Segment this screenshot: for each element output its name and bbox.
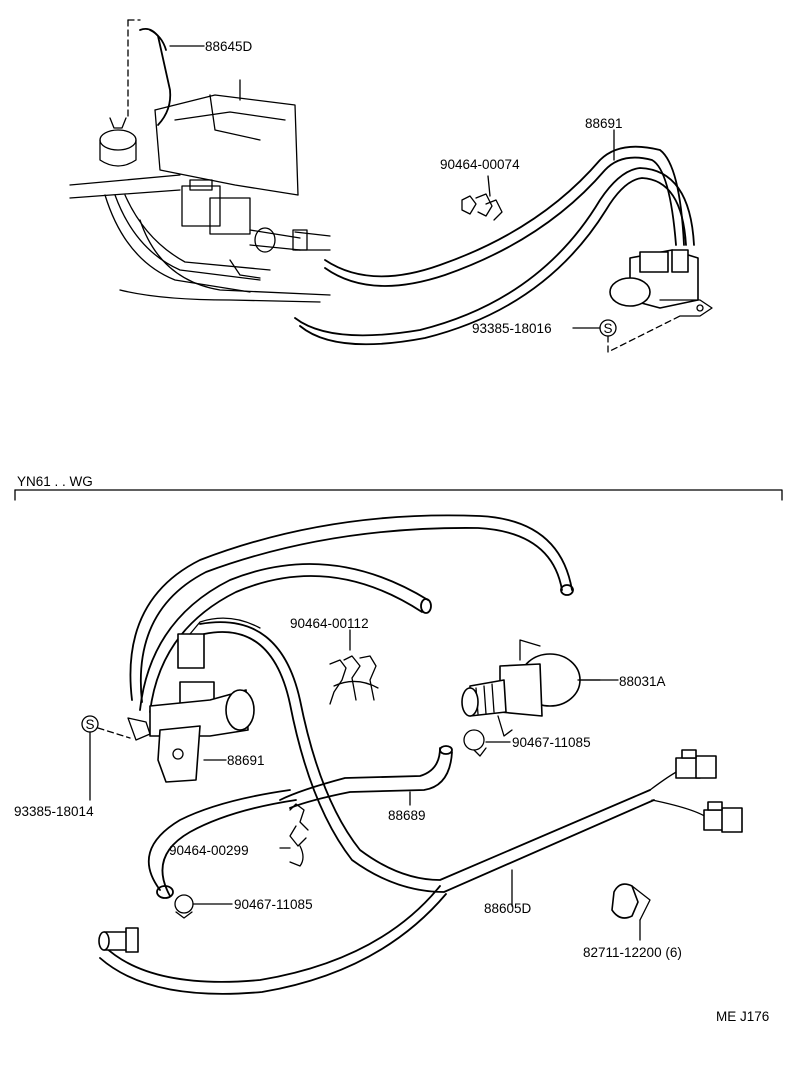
lower-clamp-a xyxy=(329,629,379,705)
top-leader-lines xyxy=(169,45,615,161)
label-88691-top: 88691 xyxy=(585,116,623,131)
lower-screw-callout: S xyxy=(81,715,131,801)
lower-air-valve xyxy=(461,639,601,737)
label-88691-lower: 88691 xyxy=(227,753,265,768)
section-bracket xyxy=(14,489,783,501)
top-clamp xyxy=(461,175,503,221)
label-82711-12200: 82711-12200 (6) xyxy=(583,945,682,960)
section-title: YN61 . . WG xyxy=(17,474,93,489)
label-88605d: 88605D xyxy=(484,901,532,916)
lower-hose-88689 xyxy=(279,745,453,809)
lower-harness-connectors xyxy=(675,749,743,833)
lower-leader-lines xyxy=(203,679,619,761)
top-vsv-valve xyxy=(609,249,713,317)
label-90464-00074: 90464-00074 xyxy=(440,157,520,172)
label-90464-00299: 90464-00299 xyxy=(169,843,249,858)
lower-overhead-hoses xyxy=(129,514,574,713)
label-88031a: 88031A xyxy=(619,674,666,689)
label-90464-00112: 90464-00112 xyxy=(290,616,369,631)
lower-end-connector xyxy=(98,927,139,953)
label-88689: 88689 xyxy=(388,808,426,823)
label-93385-18016: 93385-18016 xyxy=(472,321,552,336)
label-88645d: 88645D xyxy=(205,39,253,54)
top-screw-symbol: S xyxy=(603,321,612,336)
drawing-code: ME J176 xyxy=(716,1009,769,1024)
lower-clamp-b xyxy=(279,803,309,867)
top-screw-callout: S xyxy=(572,315,681,353)
lower-clip-a-shape xyxy=(463,729,511,757)
lower-vsv-valve xyxy=(127,617,261,783)
label-90467-11085-upper: 90467-11085 xyxy=(512,735,591,750)
lower-screw-symbol: S xyxy=(85,717,94,732)
lower-clip-b-shape xyxy=(174,894,233,919)
lower-clip-c-shape xyxy=(611,883,651,941)
label-93385-18014: 93385-18014 xyxy=(14,804,94,819)
label-90467-11085-lower: 90467-11085 xyxy=(234,897,313,912)
top-vsv-hoses xyxy=(294,145,695,346)
top-engine-assembly xyxy=(69,19,331,303)
